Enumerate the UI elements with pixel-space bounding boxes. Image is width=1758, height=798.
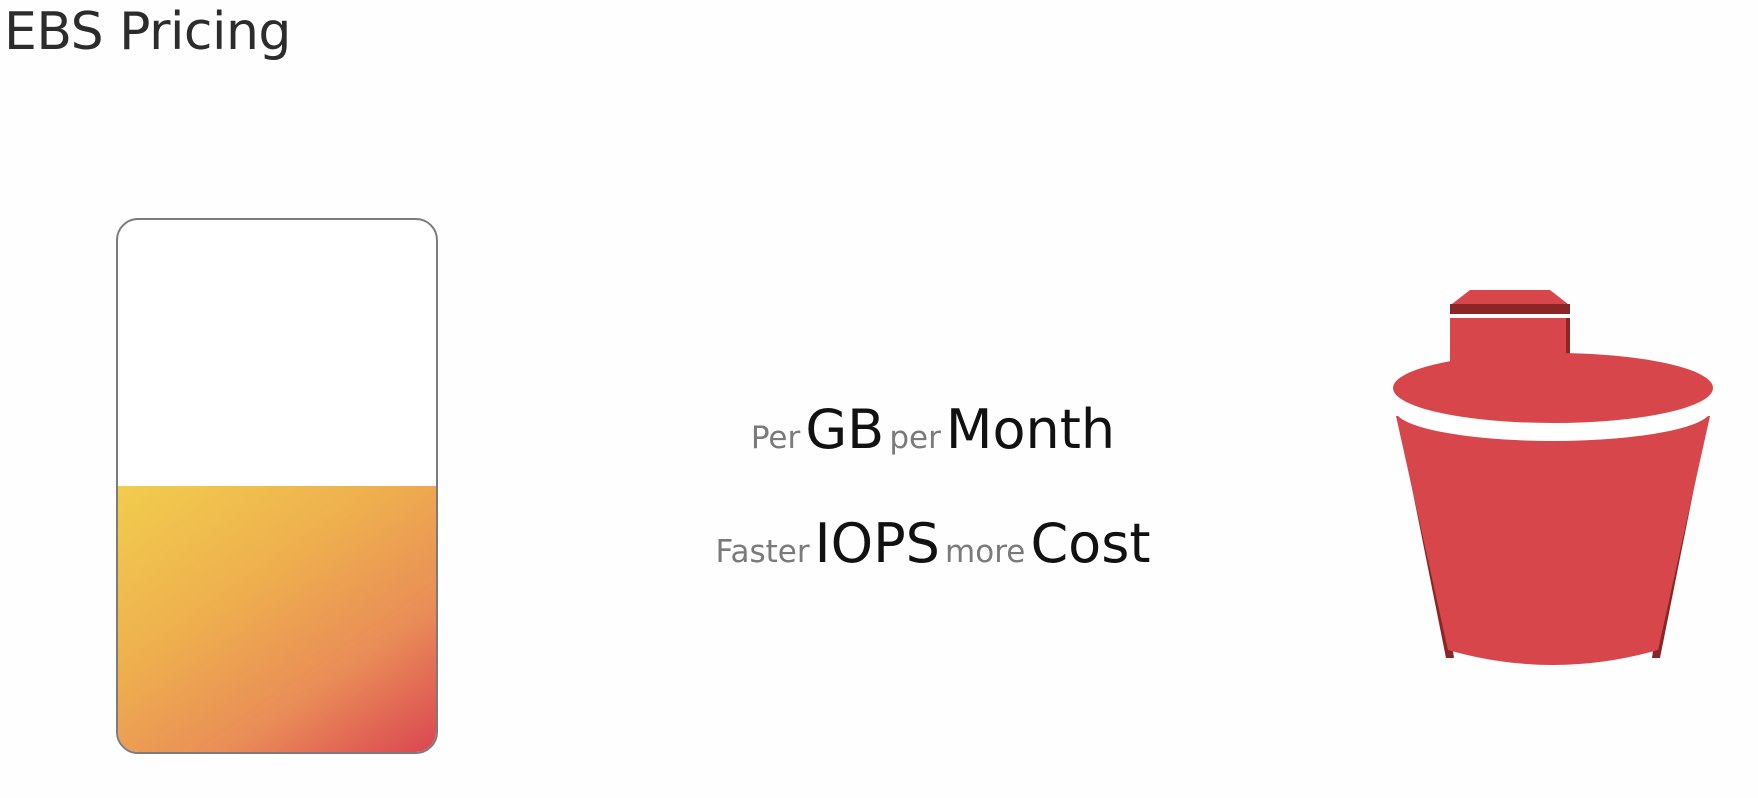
pricing-word: more xyxy=(945,534,1026,570)
pricing-word: GB xyxy=(805,398,885,461)
volume-fill-level xyxy=(118,486,436,752)
pricing-line-faster-iops-more-cost: Faster IOPS more Cost xyxy=(0,512,1758,575)
pricing-word: Faster xyxy=(715,534,810,570)
pricing-word: Cost xyxy=(1030,512,1151,575)
pricing-word: per xyxy=(889,420,941,456)
page-title: EBS Pricing xyxy=(4,2,291,62)
pricing-word: IOPS xyxy=(814,512,940,575)
pricing-word: Month xyxy=(945,398,1116,461)
pricing-word: Per xyxy=(750,420,801,456)
storage-bucket-icon xyxy=(1393,290,1713,665)
pricing-line-per-gb-per-month: Per GB per Month xyxy=(0,398,1758,461)
ebs-volume-fill-icon xyxy=(116,218,438,754)
